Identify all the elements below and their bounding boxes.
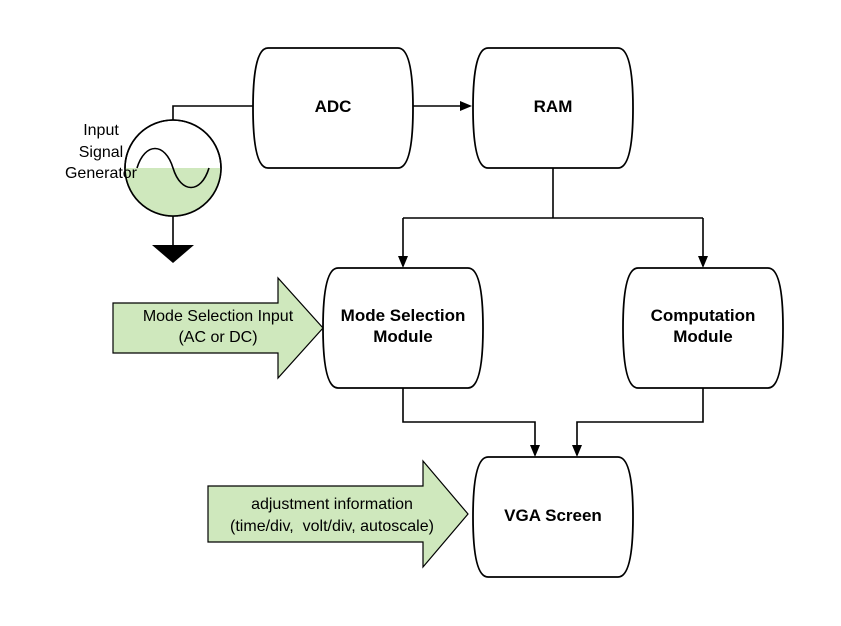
sine-wave-icon xyxy=(136,147,210,189)
connector-computation-vga xyxy=(572,388,704,457)
adjustment-info-line2: (time/div, volt/div, autoscale) xyxy=(230,518,434,535)
generator-outline xyxy=(124,119,222,217)
adjustment-information-arrow: adjustment information (time/div, volt/d… xyxy=(207,459,469,569)
mode-selection-input-line1: Mode Selection Input xyxy=(143,308,294,325)
mode-selection-input-arrow: Mode Selection Input (AC or DC) xyxy=(112,276,324,380)
generator-label-line2: Signal xyxy=(79,144,123,161)
ram-node: RAM xyxy=(472,47,634,169)
connector-generator-adc xyxy=(172,105,253,120)
generator-fill xyxy=(125,168,221,216)
ram-label: RAM xyxy=(534,97,573,116)
ground-symbol xyxy=(152,245,194,263)
generator-label-line1: Input xyxy=(83,122,119,139)
signal-generator xyxy=(124,119,222,217)
adc-node: ADC xyxy=(252,47,414,169)
generator-label-line3: Generator xyxy=(65,165,138,182)
mode-selection-label-line1: Mode Selection xyxy=(341,306,466,325)
mode-selection-module-node: Mode Selection Module xyxy=(322,267,484,389)
vga-screen-node: VGA Screen xyxy=(472,456,634,578)
connector-mode-selection-vga xyxy=(402,388,540,457)
mode-selection-input-line2: (AC or DC) xyxy=(178,329,257,346)
adjustment-info-line1: adjustment information xyxy=(251,496,413,513)
computation-label-line2: Module xyxy=(673,327,733,346)
vga-label: VGA Screen xyxy=(504,506,602,525)
mode-selection-label-line2: Module xyxy=(373,327,433,346)
computation-module-node: Computation Module xyxy=(622,267,784,389)
adc-label: ADC xyxy=(315,97,352,116)
computation-label-line1: Computation xyxy=(651,306,756,325)
